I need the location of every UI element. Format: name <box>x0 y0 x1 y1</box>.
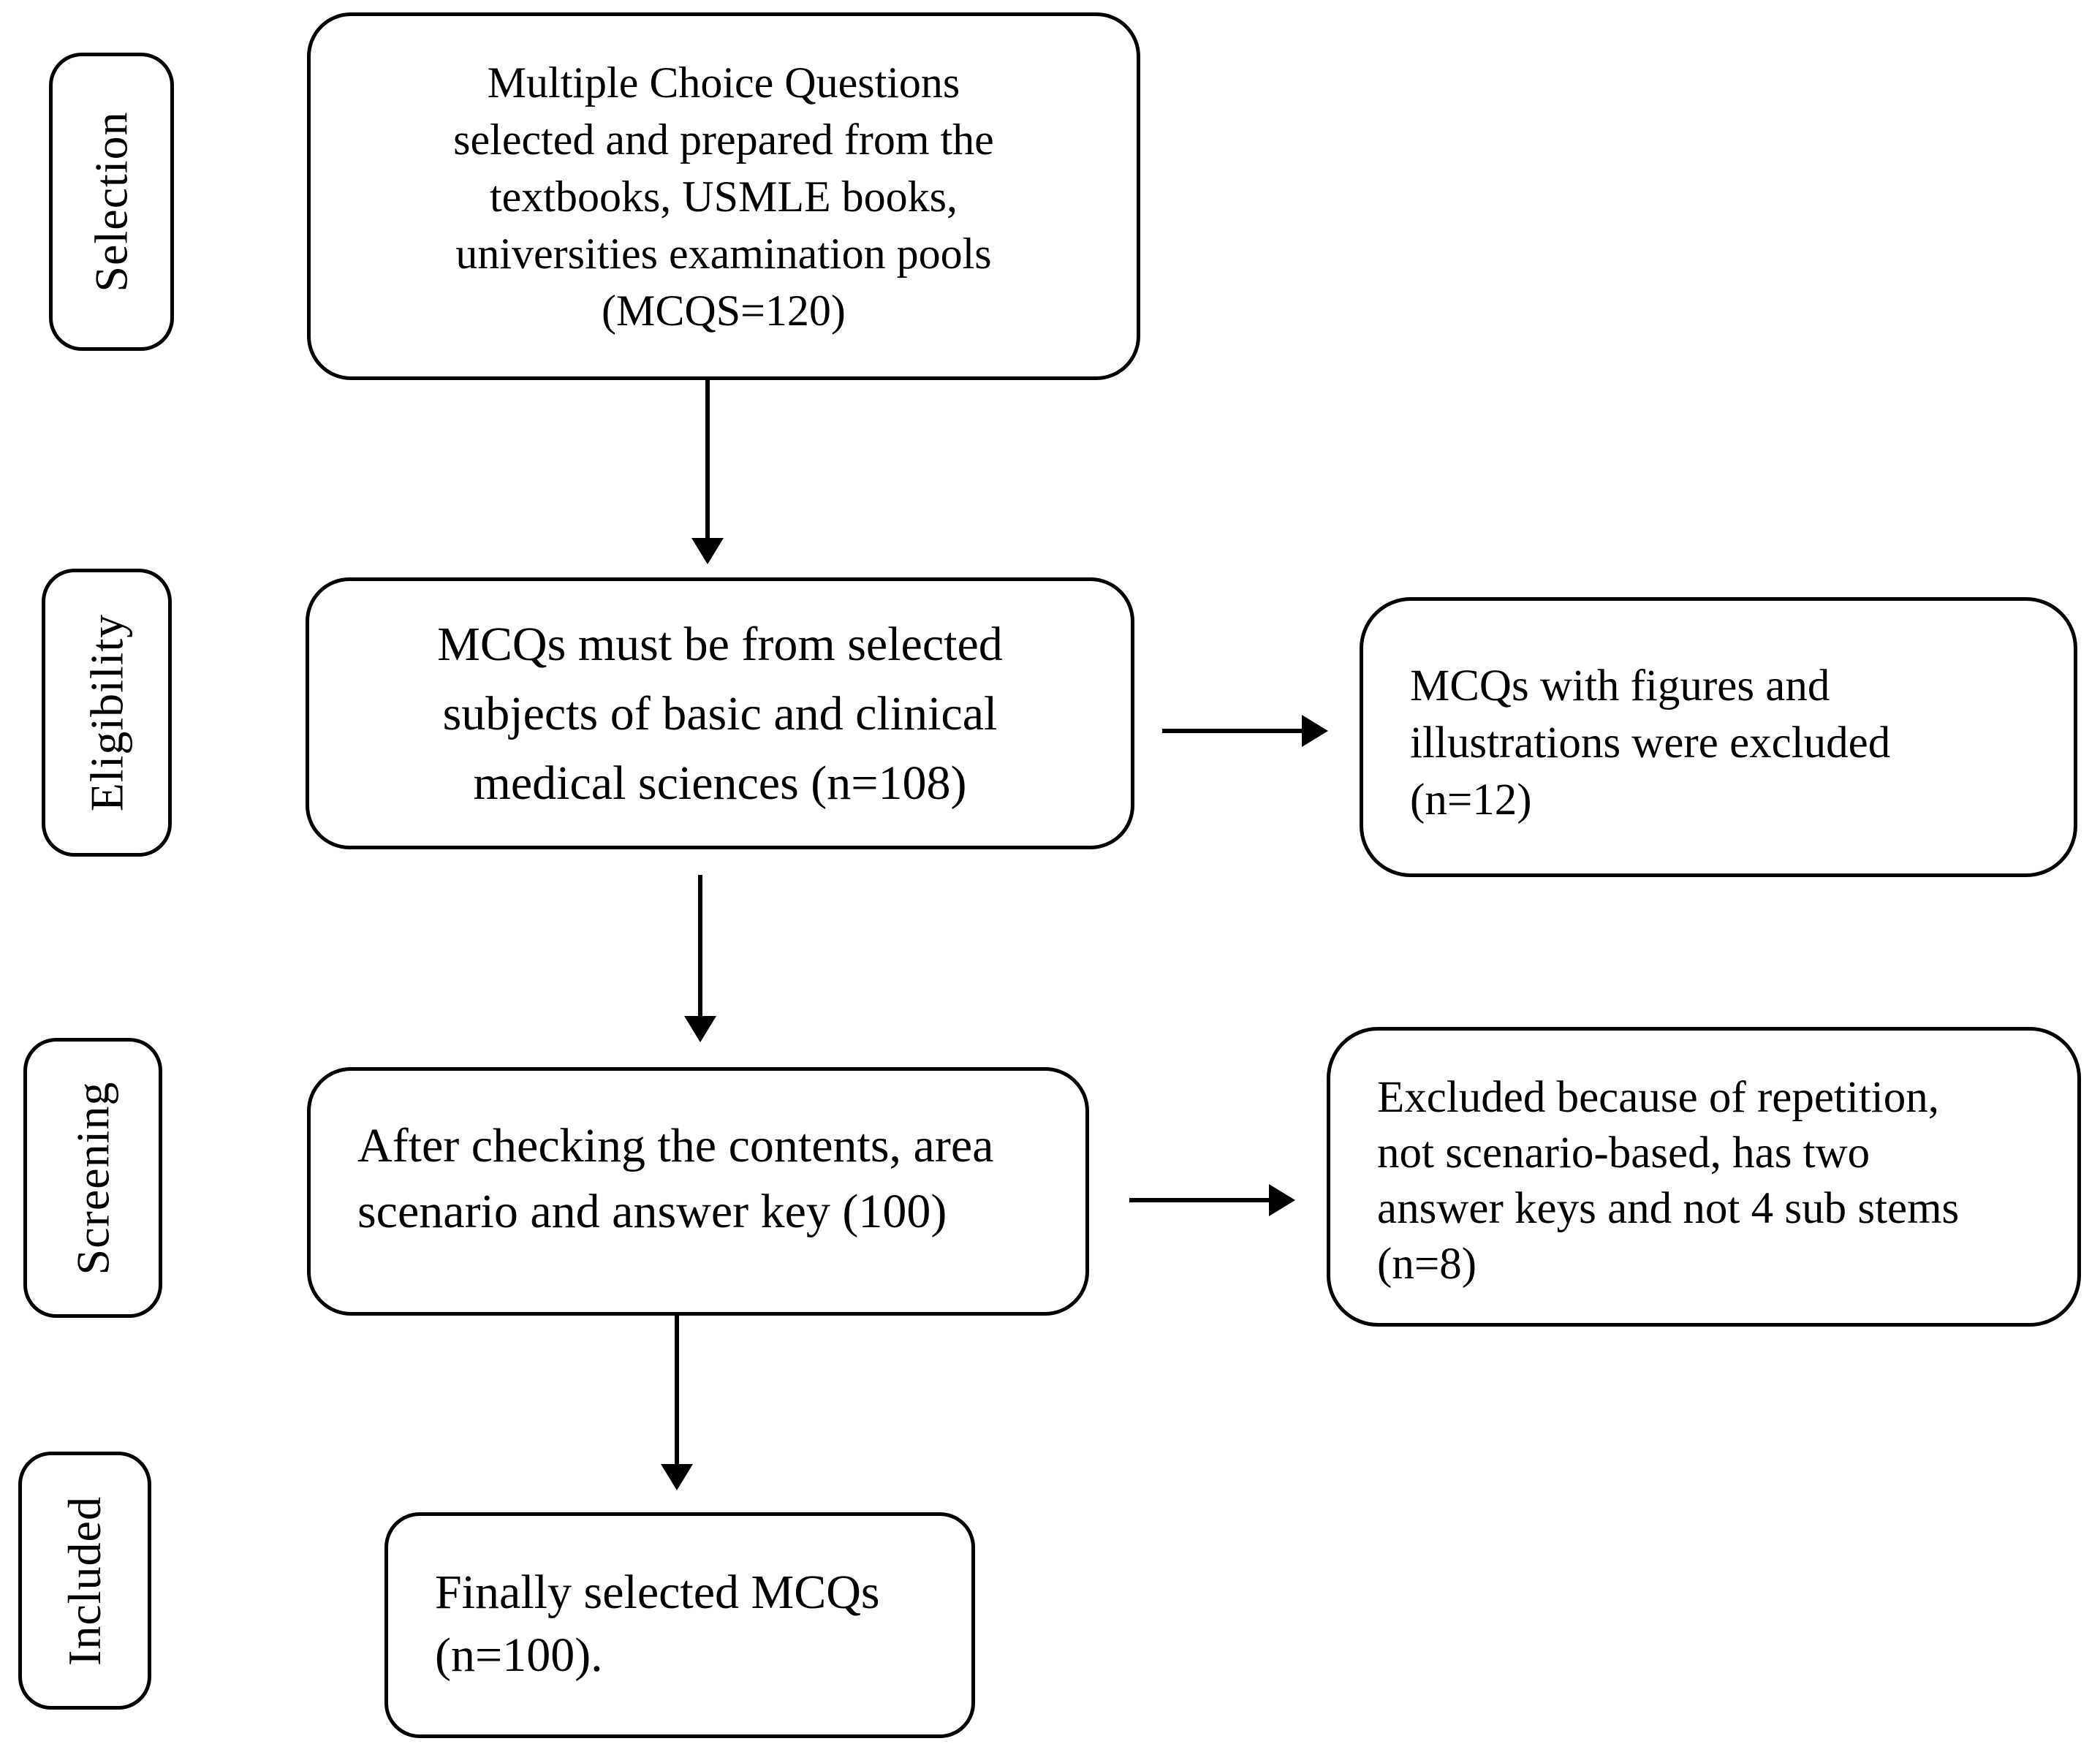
flow-box-screening-check: After checking the contents, area scenar… <box>307 1067 1089 1316</box>
stage-box-selection: Selection <box>49 53 174 351</box>
flow-box-final-included-text: Finally selected MCQs (n=100). <box>435 1566 880 1682</box>
arrow-eligibility-to-screening-head <box>684 1016 716 1042</box>
flow-box-mcq-source-text: Multiple Choice Questions selected and p… <box>453 58 994 335</box>
stage-label-included: Included <box>58 1495 110 1666</box>
stage-label-eligibility: Eligibility <box>80 613 132 812</box>
flow-box-eligibility-criteria: MCQs must be from selected subjects of b… <box>306 577 1134 849</box>
exclusion-box-figures: MCQs with figures and illustrations were… <box>1360 597 2077 877</box>
flow-box-mcq-source: Multiple Choice Questions selected and p… <box>307 12 1140 380</box>
arrow-eligibility-to-excluded-figures-line <box>1162 729 1302 733</box>
exclusion-box-repetition: Excluded because of repetition, not scen… <box>1327 1027 2081 1327</box>
arrow-screening-to-included-head <box>661 1464 693 1490</box>
arrow-screening-to-included-line <box>675 1312 679 1464</box>
arrow-source-to-eligibility-head <box>691 538 724 564</box>
arrow-eligibility-to-excluded-figures-head <box>1302 715 1328 747</box>
arrow-source-to-eligibility-line <box>705 376 710 538</box>
flow-box-final-included: Finally selected MCQs (n=100). <box>384 1512 975 1738</box>
arrow-eligibility-to-screening-line <box>698 875 702 1016</box>
exclusion-box-repetition-text: Excluded because of repetition, not scen… <box>1377 1073 1960 1289</box>
stage-box-eligibility: Eligibility <box>42 569 172 857</box>
arrow-screening-to-excluded-repetition-head <box>1269 1184 1295 1216</box>
stage-label-selection: Selection <box>85 111 137 292</box>
arrow-screening-to-excluded-repetition-line <box>1129 1198 1269 1202</box>
exclusion-box-figures-text: MCQs with figures and illustrations were… <box>1410 661 1891 824</box>
flow-box-eligibility-criteria-text: MCQs must be from selected subjects of b… <box>437 617 1003 810</box>
stage-box-included: Included <box>18 1452 151 1710</box>
stage-box-screening: Screening <box>23 1038 162 1318</box>
flow-box-screening-check-text: After checking the contents, area scenar… <box>357 1119 994 1238</box>
stage-label-screening: Screening <box>67 1081 118 1275</box>
